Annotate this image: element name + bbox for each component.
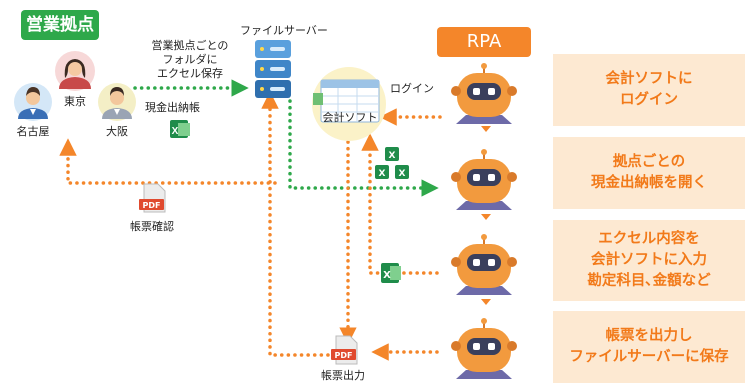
arrow-down-3 bbox=[481, 299, 491, 305]
excel-icon: X bbox=[170, 120, 190, 138]
rpa-step-line: 現金出納帳を開く bbox=[591, 175, 707, 191]
person-nagoya-icon bbox=[14, 83, 52, 121]
excel-stack-icon: X X X bbox=[375, 147, 409, 179]
file-server-label: ファイルサーバー bbox=[240, 24, 328, 37]
save-note-line: フォルダに bbox=[162, 53, 218, 66]
pdf-output-icon: PDF bbox=[331, 335, 358, 365]
robot-icon bbox=[451, 63, 517, 124]
robot-icon bbox=[451, 318, 517, 379]
rpa-step-line: 勘定科目､金額など bbox=[587, 273, 711, 289]
svg-text:X: X bbox=[399, 169, 406, 179]
rpa-step-2: 拠点ごとの 現金出納帳を開く bbox=[553, 137, 745, 209]
robot-icon bbox=[451, 149, 517, 210]
excel-input-icon: X bbox=[381, 263, 401, 283]
rpa-badge: RPA bbox=[437, 27, 531, 57]
city-label-nagoya: 名古屋 bbox=[16, 125, 50, 138]
svg-text:X: X bbox=[379, 169, 386, 179]
report-output-label: 帳票出力 bbox=[321, 369, 365, 382]
person-osaka-icon bbox=[98, 83, 136, 121]
cashbook-label: 現金出納帳 bbox=[145, 101, 200, 114]
accounting-software-icon bbox=[312, 67, 386, 141]
svg-text:X: X bbox=[383, 270, 391, 281]
rpa-step-line: ファイルサーバーに保存 bbox=[569, 349, 729, 365]
arrow-down-1 bbox=[481, 126, 491, 132]
pdf-label: PDF bbox=[143, 201, 161, 210]
arrow-down-2 bbox=[481, 214, 491, 220]
arrow-server-to-rpa-step2 bbox=[288, 99, 439, 197]
rpa-step-line: 会計ソフトに bbox=[605, 71, 693, 87]
city-label-osaka: 大阪 bbox=[106, 125, 128, 138]
person-tokyo-icon bbox=[55, 51, 95, 91]
rpa-step-line: 帳票を出力し bbox=[605, 328, 693, 344]
rpa-step-line: 会計ソフトに入力 bbox=[591, 252, 707, 268]
pdf-report-check-icon: PDF bbox=[139, 183, 166, 213]
robot-icon bbox=[451, 234, 517, 295]
rpa-step-1: 会計ソフトに ログイン bbox=[553, 54, 745, 126]
city-label-tokyo: 東京 bbox=[64, 95, 86, 108]
report-check-label: 帳票確認 bbox=[130, 220, 174, 233]
arrow-server-to-branch bbox=[59, 138, 277, 185]
arrow-excel-to-software bbox=[361, 133, 439, 275]
save-note-line: エクセル保存 bbox=[157, 67, 223, 80]
save-note-line: 営業拠点ごとの bbox=[151, 39, 229, 52]
rpa-step-line: 拠点ごとの bbox=[612, 154, 686, 170]
svg-text:X: X bbox=[172, 126, 179, 137]
rpa-step-line: ログイン bbox=[620, 92, 678, 108]
arrow-pdf-to-server bbox=[261, 91, 330, 357]
rpa-step-3: エクセル内容を 会計ソフトに入力 勘定科目､金額など bbox=[553, 220, 745, 301]
rpa-step-line: エクセル内容を bbox=[598, 231, 700, 247]
save-note: 営業拠点ごとの フォルダに エクセル保存 bbox=[140, 39, 240, 81]
login-label: ログイン bbox=[390, 82, 434, 95]
accounting-software-label: 会計ソフト bbox=[322, 111, 378, 124]
pdf-label: PDF bbox=[335, 351, 353, 360]
svg-text:X: X bbox=[389, 151, 396, 161]
rpa-step-4: 帳票を出力し ファイルサーバーに保存 bbox=[553, 311, 745, 383]
file-server-icon bbox=[255, 40, 291, 98]
branch-badge: 営業拠点 bbox=[21, 10, 99, 40]
